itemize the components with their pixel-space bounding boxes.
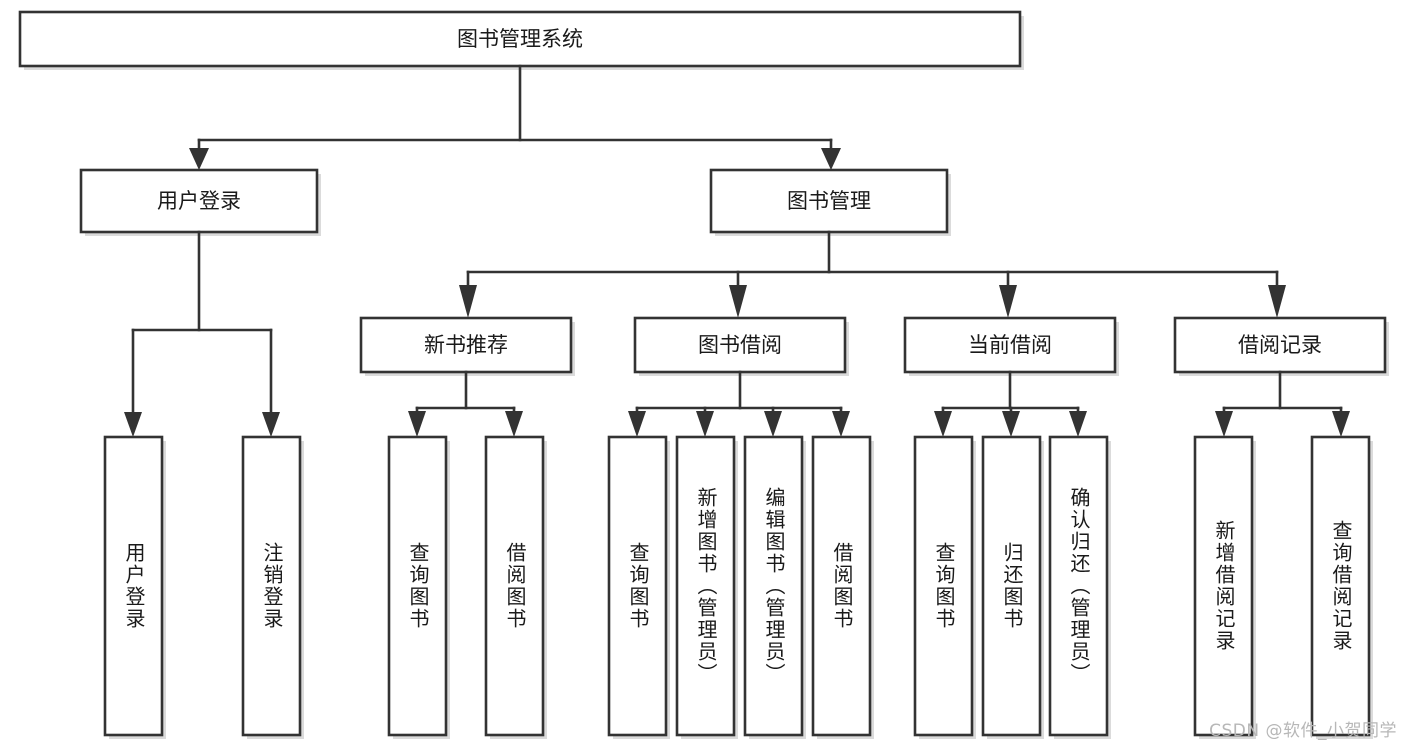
leafbox-borrow-book-1[interactable] — [484, 435, 545, 737]
arrowhead-to-borrow-record — [1268, 285, 1286, 318]
arrowhead-to-leaf-user-logout — [262, 412, 280, 437]
arrowhead-to-leaf-add-record — [1215, 411, 1233, 437]
arrowhead-to-leaf-add-book — [696, 411, 714, 437]
leafbox-user-login[interactable] — [103, 435, 164, 737]
arrowhead-to-book-borrow — [729, 285, 747, 318]
arrowhead-to-leaf-query-book-3 — [934, 411, 952, 437]
arrowhead-to-leaf-confirm-return — [1069, 411, 1087, 437]
leafbox-confirm-return[interactable] — [1048, 435, 1109, 737]
leafbox-add-record[interactable] — [1193, 435, 1254, 737]
arrowhead-to-leaf-borrow-book-1 — [505, 411, 523, 437]
arrowhead-to-leaf-query-record — [1332, 411, 1350, 437]
arrowhead-to-user-login — [189, 148, 209, 170]
root-node-label: 图书管理系统 — [457, 27, 583, 51]
node-new-book-recommend[interactable] — [359, 316, 573, 374]
node-current-borrow[interactable] — [903, 316, 1117, 374]
leafbox-return-book[interactable] — [981, 435, 1042, 737]
user-login-label: 用户登录 — [157, 189, 241, 213]
leafbox-query-book-2[interactable] — [607, 435, 668, 737]
arrowhead-to-book-manage — [821, 148, 841, 170]
leafbox-borrow-book-2[interactable] — [811, 435, 872, 737]
arrowhead-to-new-book-recommend — [459, 285, 477, 318]
arrowhead-to-leaf-query-book-2 — [628, 411, 646, 437]
book-borrow-label: 图书借阅 — [698, 333, 782, 357]
new-book-recommend-label: 新书推荐 — [424, 333, 508, 357]
node-user-login[interactable] — [79, 168, 319, 234]
leafbox-query-book-1[interactable] — [387, 435, 448, 737]
borrow-record-label: 借阅记录 — [1238, 333, 1322, 357]
arrowhead-to-current-borrow — [999, 285, 1017, 318]
node-borrow-record[interactable] — [1173, 316, 1387, 374]
root-node-box[interactable] — [18, 10, 1022, 68]
arrowhead-to-leaf-query-book-1 — [408, 411, 426, 437]
arrowhead-to-leaf-return-book — [1002, 411, 1020, 437]
arrowhead-to-leaf-borrow-book-2 — [832, 411, 850, 437]
leafbox-query-book-3[interactable] — [913, 435, 974, 737]
arrowhead-to-leaf-user-login — [124, 412, 142, 437]
leafbox-user-logout[interactable] — [241, 435, 302, 737]
book-manage-label: 图书管理 — [787, 189, 871, 213]
leafbox-query-record[interactable] — [1310, 435, 1371, 737]
current-borrow-label: 当前借阅 — [968, 333, 1052, 357]
node-book-manage[interactable] — [709, 168, 949, 234]
leafbox-edit-book[interactable] — [743, 435, 804, 737]
csdn-watermark: CSDN @软件_小贺同学 — [1209, 721, 1397, 741]
leafbox-add-book[interactable] — [675, 435, 736, 737]
arrowhead-to-leaf-edit-book — [764, 411, 782, 437]
